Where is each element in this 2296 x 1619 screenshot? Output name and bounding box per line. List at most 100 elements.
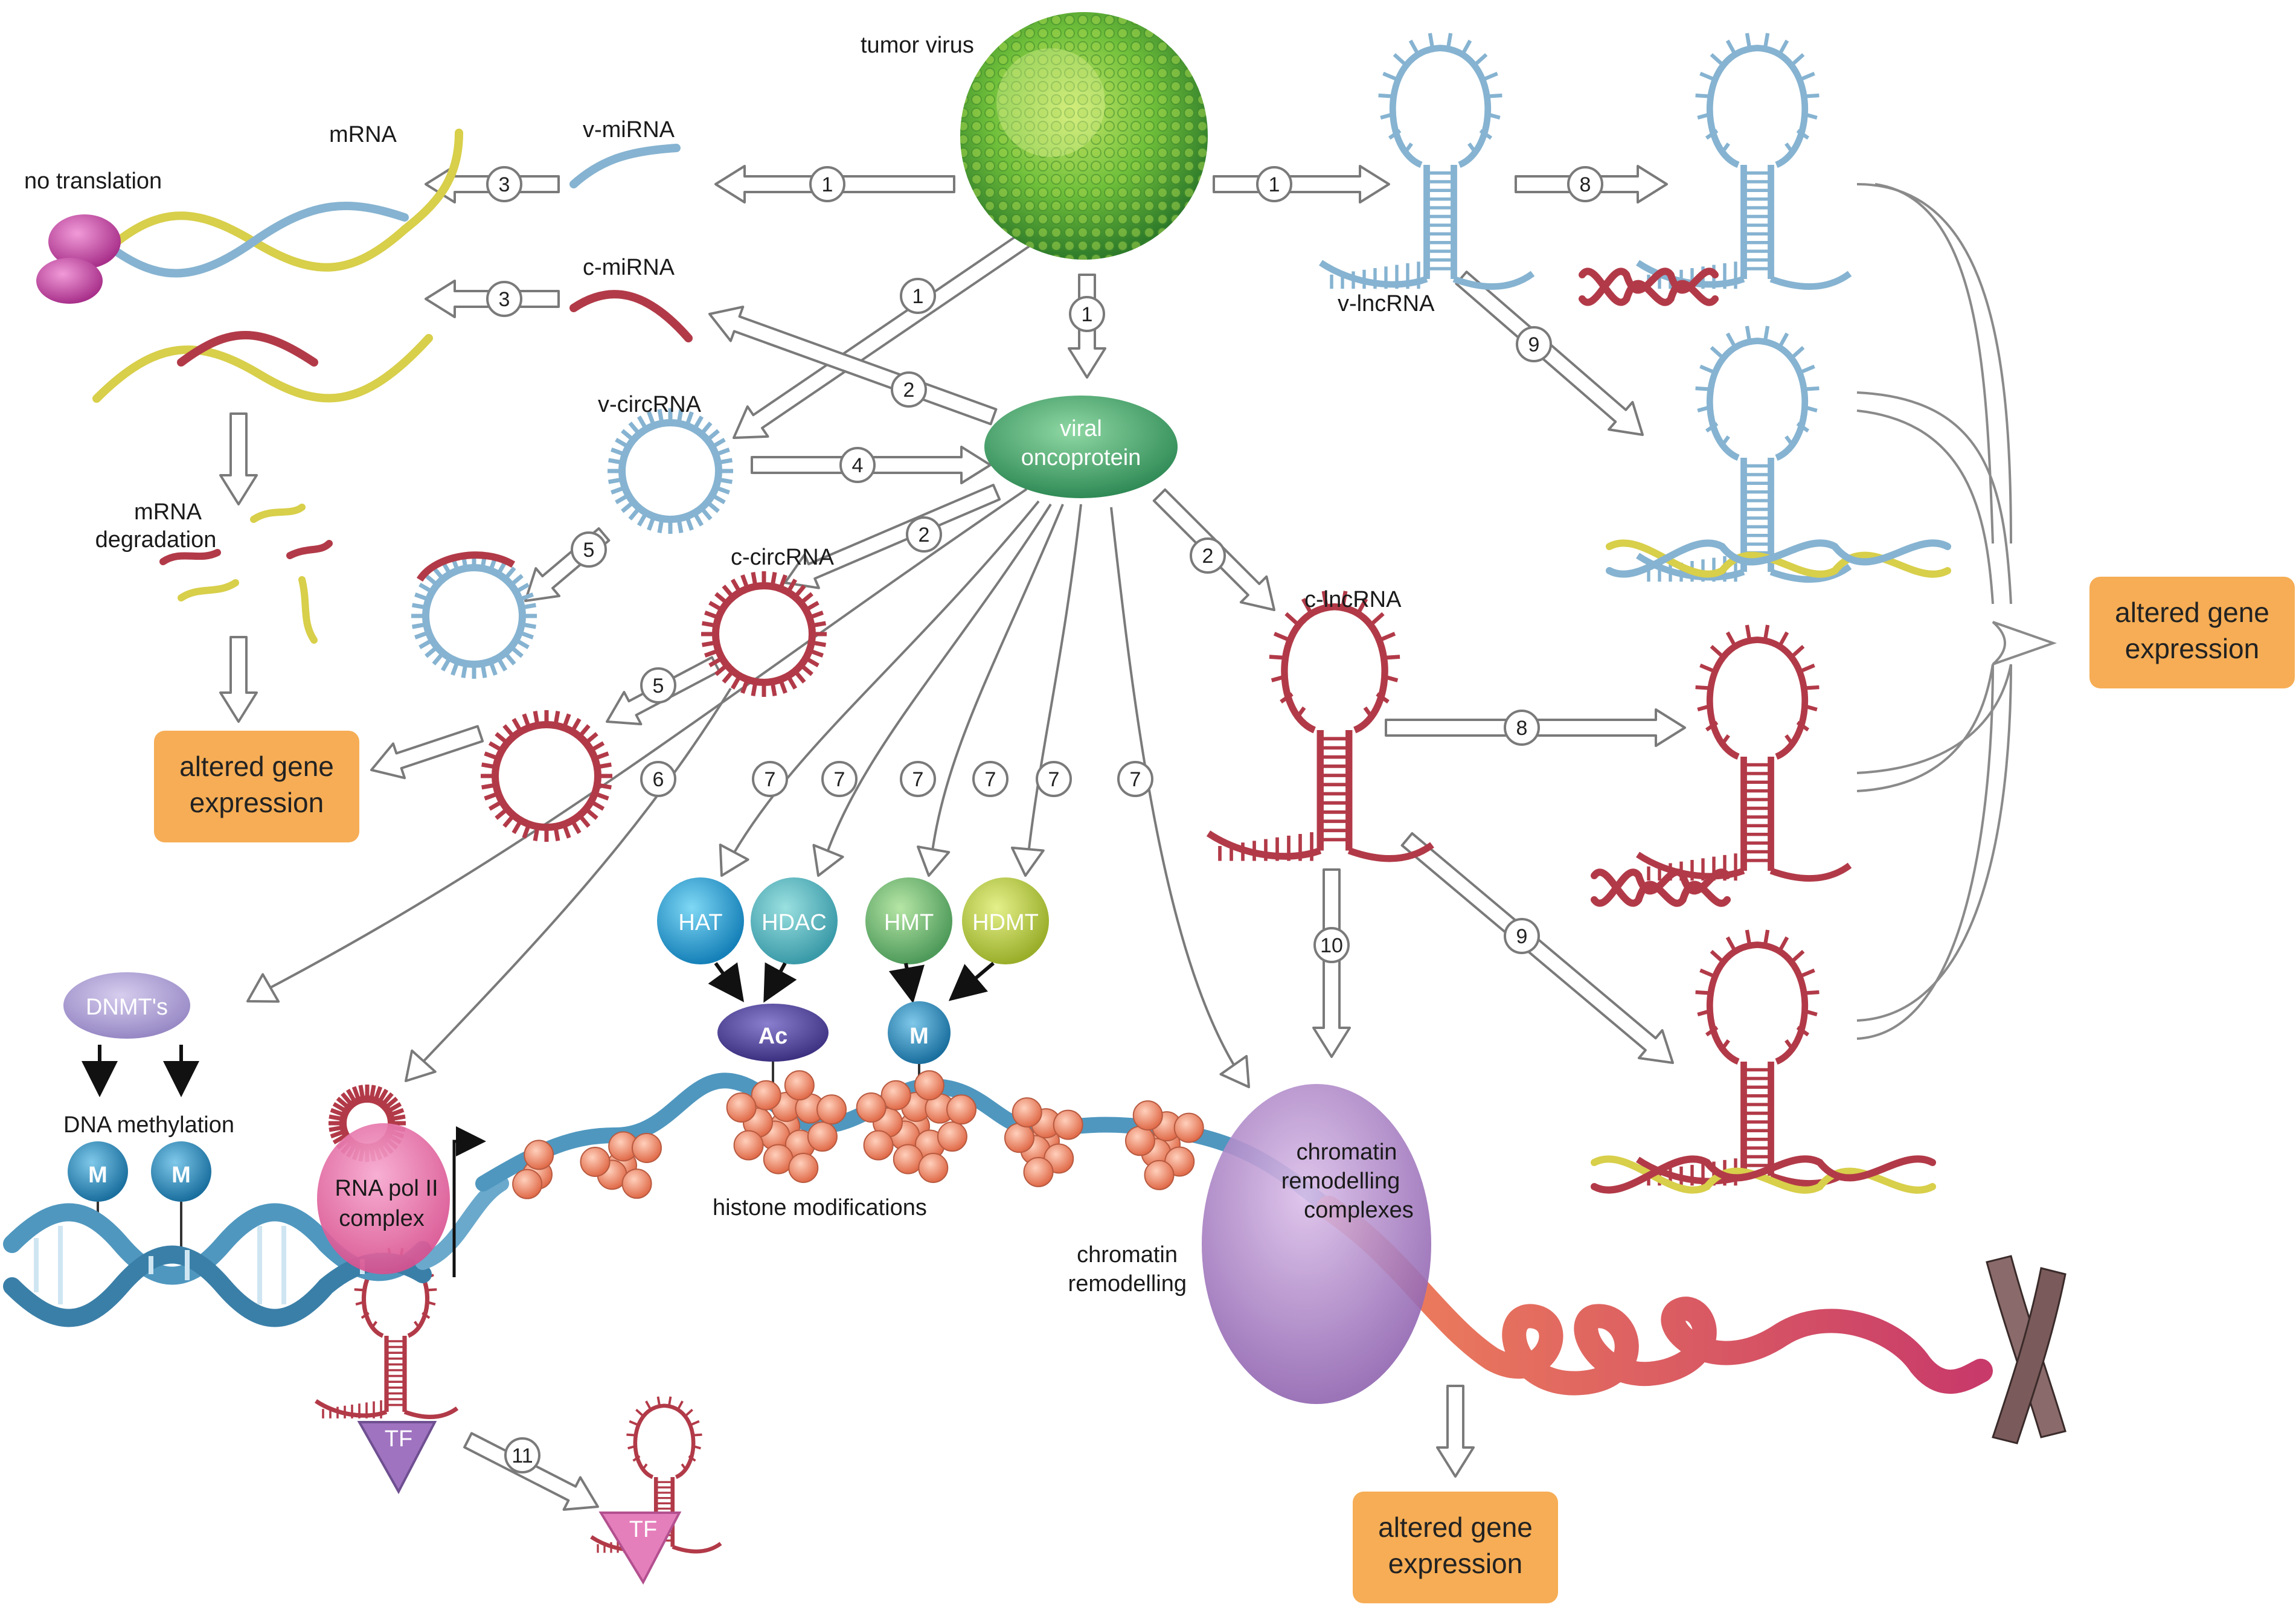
arrow-c-lncrna-9: [1400, 832, 1674, 1064]
step-badge-1: 1: [900, 278, 936, 314]
histone-modifier-hat: [657, 877, 744, 964]
dnmts: [63, 972, 190, 1039]
histone-modifier-hmt: [865, 877, 952, 964]
step-badge-label: 11: [511, 1444, 533, 1467]
label-dna-methylation: DNA methylation: [63, 1112, 234, 1138]
v-lncrna: [1319, 33, 1535, 290]
dna-helix-c-lncrna: [1591, 868, 1731, 907]
step-badge-label: 9: [1528, 333, 1540, 356]
arrow-virus-to-v-lncrna: [1213, 165, 1390, 204]
dnmt-black-arrows: [82, 1045, 199, 1097]
transcription-start-arrow: [452, 1126, 486, 1277]
step-badge-label: 3: [499, 173, 510, 196]
label-rna-pol-1: RNA pol II: [335, 1176, 438, 1201]
mrna-degradation-fragments: [159, 504, 333, 644]
label-no-translation: no translation: [24, 168, 162, 194]
step-badge-label: 2: [903, 379, 915, 402]
mrna-helix-v-lncrna: [1606, 539, 1951, 578]
step-badge-label: 2: [1202, 545, 1214, 568]
step-badge-label: 1: [1082, 303, 1093, 326]
label-hmt: HMT: [884, 910, 934, 935]
step-badge-label: 9: [1516, 925, 1528, 948]
step-badge-1: 1: [809, 166, 845, 202]
tf-bound: [357, 1421, 437, 1495]
label-histone-modifications: histone modifications: [713, 1195, 927, 1220]
step-badge-label: 5: [653, 675, 664, 697]
label-hdmt: HDMT: [972, 910, 1039, 935]
step-badge-7: 7: [972, 761, 1009, 797]
label-rna-pol-2: complex: [339, 1206, 425, 1231]
pathway-arrows: [219, 165, 1686, 1511]
nucleosome-1: [726, 1070, 847, 1183]
label-v-circrna: v-circRNA: [598, 392, 702, 417]
step-badge-label: 7: [912, 768, 924, 791]
mrna-helix-c-lncrna: [1591, 1155, 1936, 1194]
step-badge-label: 7: [1130, 768, 1141, 791]
arrow-7-to-hmt-head: [917, 845, 951, 877]
step-badge-label: 8: [1580, 173, 1591, 196]
step-badge-label: 1: [912, 285, 924, 308]
step-badge-label: 2: [919, 524, 930, 547]
outcome-box-bottom: [1353, 1492, 1558, 1603]
label-chromatin-complexes-3: complexes: [1304, 1197, 1414, 1223]
outcome-left-line1: altered gene: [179, 751, 334, 782]
arrow-7-to-hmt: [929, 504, 1064, 870]
step-badge-4: 4: [839, 447, 876, 483]
label-tf-released: TF: [629, 1517, 657, 1542]
label-mrna-degradation-2: degradation: [95, 527, 217, 553]
step-badge-3: 3: [486, 281, 522, 317]
arrow-oncoprotein-to-c-mirna: [708, 306, 998, 426]
step-badge-8: 8: [1567, 166, 1603, 202]
histone-modifier-hdac: [751, 877, 838, 964]
c-mirna-on-v-circrna: [416, 551, 516, 582]
step-badge-label: 7: [765, 768, 776, 791]
arrow-virus-to-v-circrna: [733, 231, 1033, 439]
converging-arrows: [1856, 183, 2057, 1040]
step-badge-2: 2: [1190, 537, 1226, 574]
label-ac: Ac: [758, 1024, 788, 1049]
step-badge-10: 10: [1313, 927, 1350, 963]
arrow-7-to-dnmts-head: [246, 973, 280, 1003]
chromatin-remodelling-fibre: [1316, 1196, 1993, 1396]
arrow-oncoprotein-to-c-circrna: [784, 484, 1001, 589]
arrow-7-to-hdmt-head: [1010, 846, 1045, 877]
label-mrna: mRNA: [329, 122, 397, 147]
mrna-helix-bottom: [92, 331, 433, 403]
arrow-7-to-chromatin-complex-head: [1219, 1055, 1250, 1088]
step-badge-7: 7: [752, 761, 788, 797]
step-badge-1: 1: [1256, 166, 1292, 202]
step-badge-label: 7: [1048, 768, 1060, 791]
c-circrna: [701, 571, 827, 697]
step-badge-label: 10: [1320, 934, 1343, 957]
histone-modifier-hdmt: [962, 877, 1049, 964]
label-chromatin-remodelling-1: chromatin: [1077, 1242, 1178, 1268]
outcome-box-left: [154, 731, 359, 842]
step-badge-11: 11: [504, 1437, 540, 1473]
step-badge-7: 7: [1036, 761, 1072, 797]
label-tf-bound: TF: [385, 1426, 412, 1452]
label-chromatin-complexes-1: chromatin: [1297, 1140, 1397, 1165]
v-lncrna-bound-dna: [1636, 33, 1852, 290]
step-badge-1: 1: [1069, 296, 1105, 332]
tumor-virus: [960, 12, 1208, 260]
nucleosome-5: [1124, 1100, 1204, 1190]
label-v-lncrna: v-lncRNA: [1338, 291, 1435, 316]
modifier-black-arrows: [708, 961, 995, 1004]
step-badge-9: 9: [1504, 918, 1540, 954]
step-badge-5: 5: [640, 667, 676, 704]
c-mirna-strand: [569, 290, 693, 342]
outcome-box-right: [2089, 577, 2295, 688]
label-mrna-degradation-1: mRNA: [134, 499, 202, 525]
step-badge-2: 2: [891, 371, 927, 408]
outcome-bottom-line1: altered gene: [1378, 1512, 1533, 1543]
step-badge-3: 3: [486, 166, 522, 202]
no-translation-ribosome: [36, 214, 121, 304]
arrow-7-to-hdac-head: [812, 844, 844, 877]
label-dnmts: DNMT's: [86, 995, 168, 1020]
step-badge-label: 3: [499, 288, 510, 311]
nucleosome-4: [1004, 1097, 1083, 1187]
lncrnas: [315, 33, 1951, 1554]
v-circrna: [608, 408, 733, 534]
